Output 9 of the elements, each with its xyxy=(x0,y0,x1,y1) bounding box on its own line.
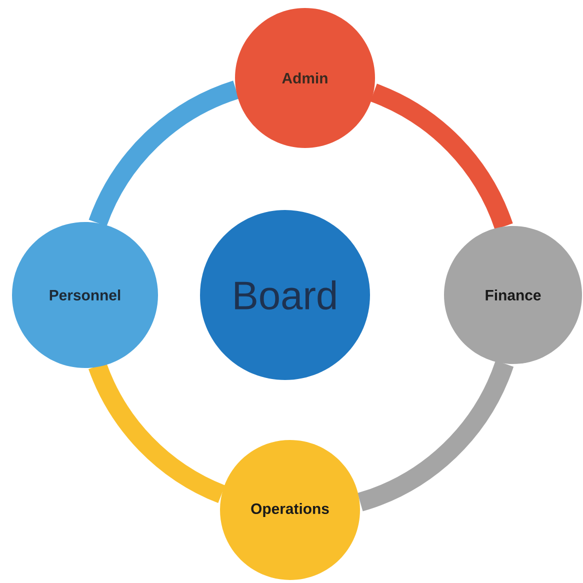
ring-arc xyxy=(88,80,240,226)
circle-node: Finance xyxy=(444,226,582,364)
circle-node: Personnel xyxy=(12,222,158,368)
ring-arc xyxy=(88,362,226,503)
circle-node: Operations xyxy=(220,440,360,580)
ring-arc xyxy=(357,360,514,512)
ring-arc xyxy=(370,84,513,230)
circle-node: Board xyxy=(200,210,370,380)
circle-node: Admin xyxy=(235,8,375,148)
